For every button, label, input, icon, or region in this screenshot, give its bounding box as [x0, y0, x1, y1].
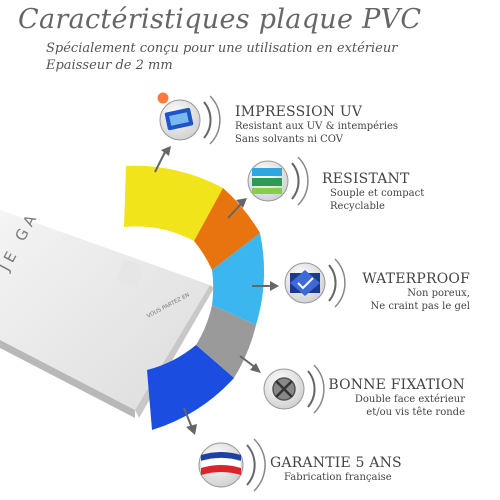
feature-line: Recyclable: [330, 201, 385, 212]
subtitle-thickness: Epaisseur de 2 mm: [46, 58, 173, 73]
feature-line: Sans solvants ni COV: [235, 134, 344, 145]
arrow-resistant: [236, 198, 247, 208]
arrow-waterproof: [270, 281, 279, 291]
arc-segment-yellow: [124, 165, 223, 241]
feature-title: BONNE FIXATION: [328, 377, 465, 393]
feature-title: IMPRESSION UV: [235, 104, 363, 120]
arrow-uv: [161, 146, 171, 156]
feature-impression-uv: IMPRESSION UV Resistant aux UV & intempé…: [235, 104, 398, 146]
icon-screw: [263, 364, 325, 414]
arrow-fixation: [250, 363, 261, 373]
feature-line: Double face extérieur: [354, 394, 465, 405]
feature-garantie: GARANTIE 5 ANS Fabrication française: [270, 455, 402, 484]
panel-logo-mark: [116, 259, 145, 288]
arc-segment-orange: [194, 188, 260, 270]
icon-waterproof: [284, 258, 346, 308]
subtitle-outdoor: Spécialement conçu pour une utilisation …: [46, 41, 398, 56]
feature-line: Souple et compact: [330, 188, 425, 199]
arc-segment-gray: [196, 305, 256, 378]
feature-line: Ne craint pas le gel: [370, 301, 470, 312]
icon-uv: [156, 91, 221, 145]
feature-waterproof: WATERPROOF Non poreux, Ne craint pas le …: [362, 271, 470, 313]
feature-resistant: RESISTANT Souple et compact Recyclable: [322, 171, 424, 213]
feature-bonne-fixation: BONNE FIXATION Double face extérieur et/…: [328, 377, 465, 419]
page-title: Caractéristiques plaque PVC: [18, 4, 422, 35]
feature-line: Fabrication française: [284, 472, 392, 483]
arrows: [154, 146, 279, 435]
feature-line: Non poreux,: [407, 288, 470, 299]
color-arc: [124, 165, 264, 430]
arc-segment-blue: [147, 345, 234, 430]
arc-segment-lightblue: [212, 233, 264, 325]
feature-line: Resistant aux UV & intempéries: [235, 121, 399, 132]
arrow-garantie: [186, 424, 197, 435]
pvc-panel: JE GA VOUS PARTEZ EN: [0, 208, 214, 418]
feature-title: WATERPROOF: [362, 271, 470, 287]
icon-french-flag: [198, 438, 266, 492]
feature-title: RESISTANT: [322, 171, 410, 187]
feature-line: et/ou vis tête ronde: [366, 407, 465, 418]
feature-title: GARANTIE 5 ANS: [270, 455, 402, 471]
icon-resistant: [247, 156, 309, 206]
